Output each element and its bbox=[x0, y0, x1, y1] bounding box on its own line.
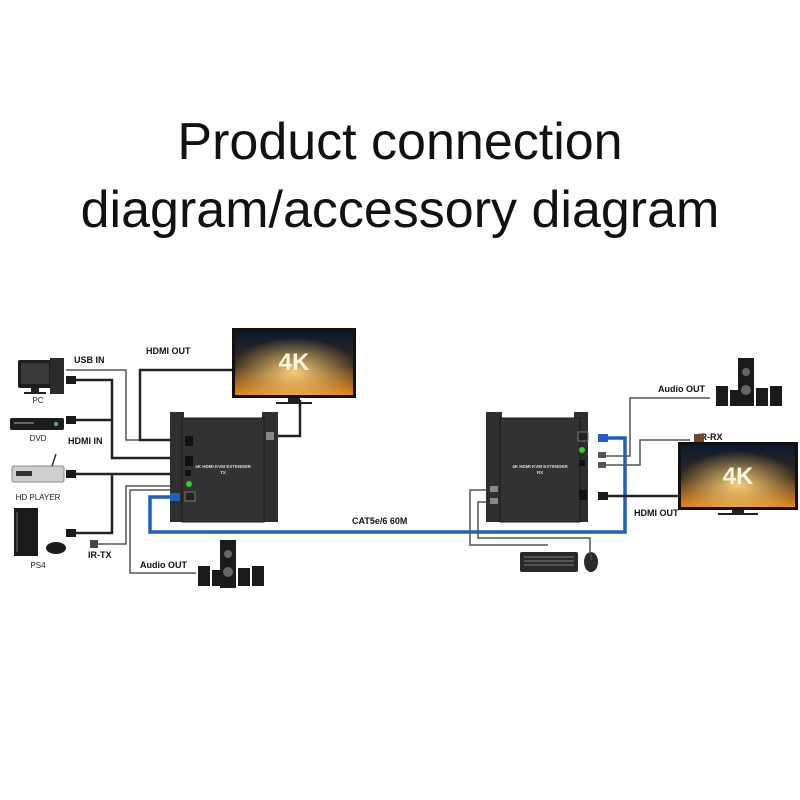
source-plugs bbox=[66, 376, 98, 548]
tx-hdmi-out-label: HDMI OUT bbox=[146, 346, 191, 356]
rx-extender: 4K HDMI KVM EXTENDER RX bbox=[486, 412, 589, 523]
rx-audio-out-label: Audio OUT bbox=[658, 384, 705, 394]
tx-box-name: 4K HDMI KVM EXTENDER bbox=[195, 464, 251, 469]
ir-tx-label: IR-TX bbox=[88, 550, 112, 560]
source-label-pc: PC bbox=[32, 396, 43, 405]
source-label-hd-player: HD PLAYER bbox=[16, 493, 61, 502]
rx-box-sub: RX bbox=[537, 470, 543, 475]
mouse-icon bbox=[584, 552, 598, 572]
rx-monitor-4k-badge: 4K bbox=[723, 463, 754, 490]
rx-ports bbox=[490, 431, 589, 504]
tx-hdmi-out-cable bbox=[138, 368, 232, 442]
rx-ir-cable bbox=[598, 439, 690, 466]
hd-player-icon bbox=[11, 453, 65, 483]
usb-in-label: USB IN bbox=[74, 355, 105, 365]
pc-icon bbox=[18, 358, 64, 394]
title-line-2: diagram/accessory diagram bbox=[80, 181, 720, 239]
rx-box-name: 4K HDMI KVM EXTENDER bbox=[512, 464, 568, 469]
tx-monitor-4k-badge: 4K bbox=[279, 349, 310, 376]
title-line-1: Product connection bbox=[177, 113, 623, 171]
source-label-ps4: PS4 bbox=[30, 561, 46, 570]
source-label-dvd: DVD bbox=[30, 434, 47, 443]
tx-speakers-icon bbox=[198, 540, 264, 588]
rx-plugs bbox=[170, 434, 608, 501]
tx-audio-out-label: Audio OUT bbox=[140, 560, 187, 570]
ir-tx-cable bbox=[96, 485, 172, 545]
monitor-to-tx-cable bbox=[272, 400, 302, 438]
dvd-icon bbox=[10, 418, 64, 430]
ps4-hdmi-cable bbox=[66, 474, 114, 535]
tx-extender: 4K HDMI KVM EXTENDER TX bbox=[170, 412, 278, 523]
rx-audio-cable bbox=[598, 397, 710, 457]
rx-hdmi-out-label: HDMI OUT bbox=[634, 508, 679, 518]
ps4-icon bbox=[14, 508, 66, 556]
rx-monitor: 4K bbox=[678, 442, 798, 515]
ir-rx-sensor-icon bbox=[694, 434, 704, 442]
cables bbox=[66, 368, 710, 574]
rx-speakers-icon bbox=[716, 358, 782, 406]
keyboard-icon bbox=[520, 552, 578, 572]
ir-rx-label: IR-RX bbox=[698, 432, 723, 442]
tx-monitor: 4K bbox=[232, 328, 356, 404]
tx-audio-cable bbox=[129, 489, 196, 574]
tx-box-sub: TX bbox=[220, 470, 226, 475]
cat-cable bbox=[148, 436, 627, 534]
tx-ports bbox=[184, 432, 274, 502]
rx-usb-cable-2 bbox=[477, 501, 591, 552]
cat-cable-label: CAT5e/6 60M bbox=[352, 516, 407, 526]
hdmi-in-label: HDMI IN bbox=[68, 436, 103, 446]
rx-usb-cable-1 bbox=[469, 489, 548, 546]
